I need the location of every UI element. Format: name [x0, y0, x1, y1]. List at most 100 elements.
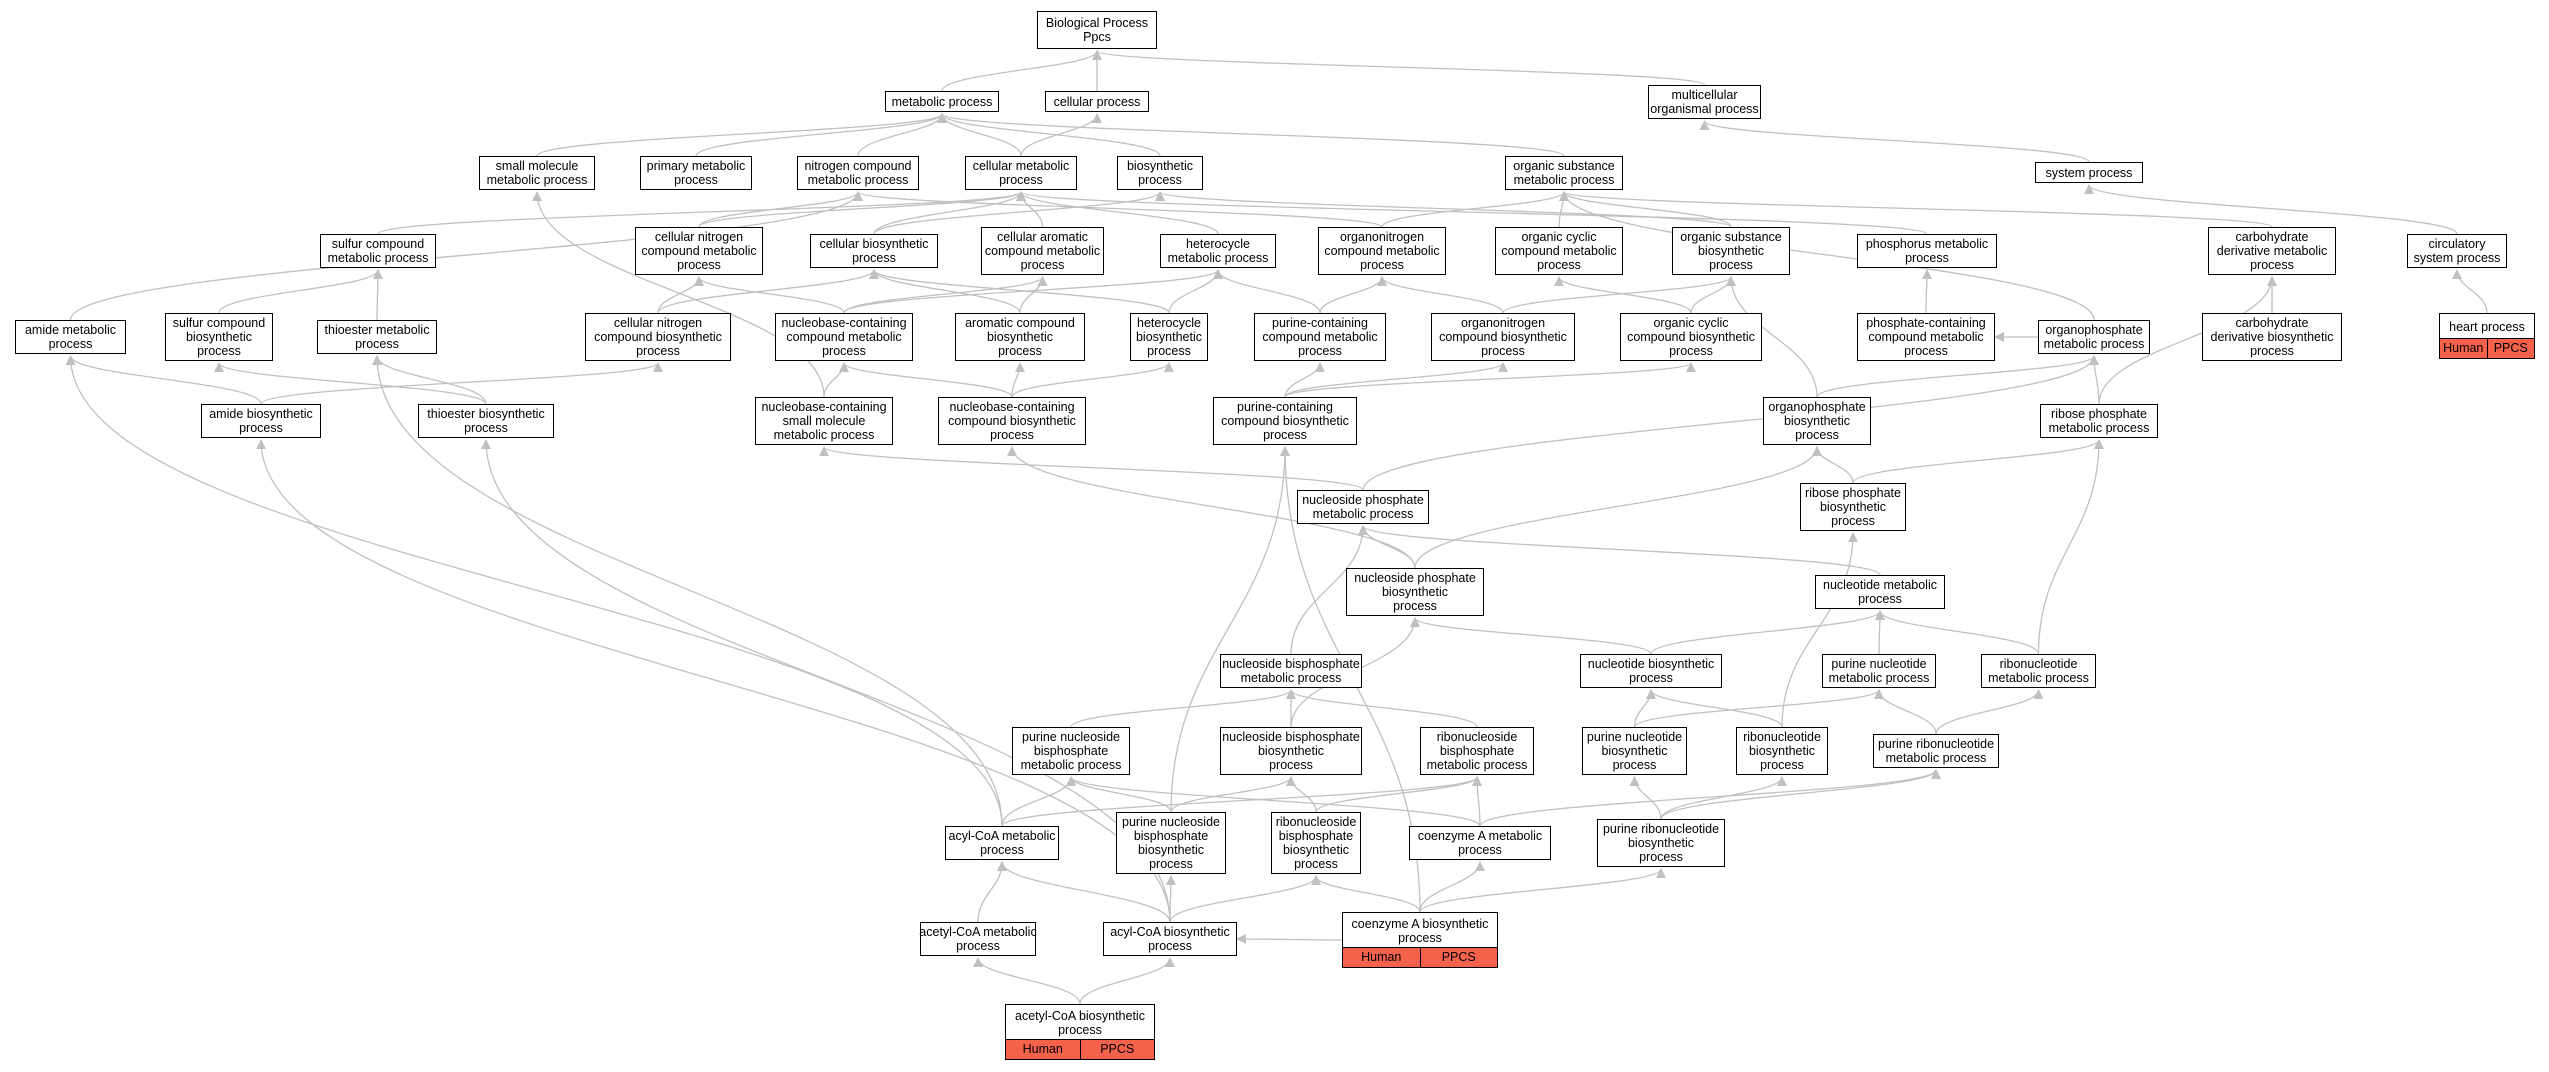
- edge-nspmp-to-opmp: [1362, 355, 2099, 491]
- edge-phmp-to-cmp: [1016, 191, 1928, 235]
- go-term-node-nspbp[interactable]: nucleoside phosphate biosynthetic proces…: [1346, 568, 1484, 616]
- go-term-node-smmp[interactable]: small molecule metabolic process: [479, 156, 595, 190]
- node-label: cellular metabolic process: [972, 159, 1070, 187]
- go-term-node-csp[interactable]: circulatory system process: [2407, 234, 2507, 268]
- go-term-node-scbp[interactable]: sulfur compound biosynthetic process: [165, 313, 273, 361]
- go-term-node-bsp[interactable]: biosynthetic process: [1117, 156, 1203, 190]
- go-term-node-rntbp[interactable]: ribonucleotide biosynthetic process: [1736, 727, 1828, 775]
- go-term-node-rpbp[interactable]: ribose phosphate biosynthetic process: [1800, 483, 1906, 531]
- go-term-node-nbccmp[interactable]: nucleobase-containing compound metabolic…: [775, 313, 913, 361]
- go-term-node-rntmp[interactable]: ribonucleotide metabolic process: [1981, 654, 2096, 688]
- go-term-node-cmp[interactable]: cellular metabolic process: [965, 156, 1077, 190]
- go-term-node-hbp[interactable]: heterocycle biosynthetic process: [1130, 313, 1208, 361]
- edge-tebp-to-scbp: [214, 362, 487, 405]
- go-term-node-bp[interactable]: Biological Process Ppcs: [1037, 11, 1157, 49]
- go-term-node-sp[interactable]: system process: [2035, 162, 2143, 183]
- go-term-node-acmp[interactable]: acyl-CoA metabolic process: [945, 826, 1059, 860]
- go-term-node-cdmp[interactable]: carbohydrate derivative metabolic proces…: [2208, 227, 2336, 275]
- go-term-node-scmp[interactable]: sulfur compound metabolic process: [320, 234, 436, 268]
- edge-sp-to-mop: [1699, 120, 2090, 163]
- go-term-node-cp[interactable]: cellular process: [1045, 91, 1149, 112]
- node-label: cellular nitrogen compound biosynthetic …: [594, 316, 722, 358]
- go-term-node-occbp[interactable]: organic cyclic compound biosynthetic pro…: [1620, 313, 1762, 361]
- go-term-node-mop[interactable]: multicellular organismal process: [1648, 85, 1761, 119]
- edge-coamp-to-rnsbpmp: [1472, 776, 1483, 827]
- edge-osmp-to-mp: [937, 113, 1565, 157]
- go-term-node-tebp[interactable]: thioester biosynthetic process: [418, 404, 554, 438]
- go-term-node-pmp[interactable]: primary metabolic process: [640, 156, 752, 190]
- go-term-node-oncmp[interactable]: organonitrogen compound metabolic proces…: [1318, 227, 1446, 275]
- node-label: acetyl-CoA metabolic process: [919, 925, 1037, 953]
- edge-cmp-to-cp: [1020, 113, 1102, 157]
- go-term-node-amp[interactable]: amide metabolic process: [15, 320, 126, 354]
- go-term-node-temp[interactable]: thioester metabolic process: [317, 320, 437, 354]
- go-term-node-nspmp[interactable]: nucleoside phosphate metabolic process: [1297, 490, 1429, 524]
- go-term-node-oncbp[interactable]: organonitrogen compound biosynthetic pro…: [1431, 313, 1575, 361]
- edge-oncmp-to-ncmp: [853, 191, 1383, 228]
- go-term-node-phmp[interactable]: phosphorus metabolic process: [1857, 234, 1997, 268]
- go-term-node-pntmp[interactable]: purine nucleotide metabolic process: [1822, 654, 1936, 688]
- go-term-node-nbccbp[interactable]: nucleobase-containing compound biosynthe…: [938, 397, 1086, 445]
- node-label: ribonucleoside bisphosphate biosynthetic…: [1275, 815, 1357, 871]
- go-term-node-cbp[interactable]: cellular biosynthetic process: [810, 234, 938, 268]
- node-label: coenzyme A metabolic process: [1417, 829, 1543, 857]
- go-term-node-hmp[interactable]: heterocycle metabolic process: [1160, 234, 1276, 268]
- go-term-node-nbcsm[interactable]: nucleobase-containing small molecule met…: [755, 397, 893, 445]
- node-label: nucleoside bisphosphate metabolic proces…: [1222, 657, 1360, 685]
- node-label: nucleobase-containing small molecule met…: [761, 400, 887, 442]
- edge-nspbp-to-opbp: [1414, 446, 1822, 569]
- go-term-node-ntbp[interactable]: nucleotide biosynthetic process: [1580, 654, 1722, 688]
- go-term-node-ntmp[interactable]: nucleotide metabolic process: [1815, 575, 1945, 609]
- go-term-node-pnsbpmp[interactable]: purine nucleoside bisphosphate metabolic…: [1012, 727, 1130, 775]
- go-term-node-cacmp[interactable]: cellular aromatic compound metabolic pro…: [981, 227, 1104, 275]
- species-tag: Human: [1343, 948, 1420, 967]
- go-term-node-occmp[interactable]: organic cyclic compound metabolic proces…: [1495, 227, 1623, 275]
- go-term-node-mp[interactable]: metabolic process: [885, 91, 999, 112]
- go-term-node-acbp[interactable]: aromatic compound biosynthetic process: [955, 313, 1085, 361]
- go-term-node-phccmp[interactable]: phosphate-containing compound metabolic …: [1857, 313, 1995, 361]
- node-label: nucleoside bisphosphate biosynthetic pro…: [1222, 730, 1360, 772]
- go-term-node-cncbp[interactable]: cellular nitrogen compound biosynthetic …: [585, 313, 731, 361]
- go-term-node-nsbpmp[interactable]: nucleoside bisphosphate metabolic proces…: [1220, 654, 1362, 688]
- node-label: thioester biosynthetic process: [427, 407, 545, 435]
- go-term-node-ncmp[interactable]: nitrogen compound metabolic process: [797, 156, 919, 190]
- go-term-node-accmp[interactable]: acetyl-CoA metabolic process: [919, 922, 1037, 956]
- node-label: cellular biosynthetic process: [819, 237, 929, 265]
- go-term-node-opmp[interactable]: organophosphate metabolic process: [2038, 320, 2150, 354]
- go-term-node-acbp2[interactable]: acyl-CoA biosynthetic process: [1103, 922, 1237, 956]
- edge-hp-to-csp: [2452, 269, 2488, 314]
- go-term-node-prntmp[interactable]: purine ribonucleotide metabolic process: [1873, 734, 1999, 768]
- go-term-node-nsbpbp[interactable]: nucleoside bisphosphate biosynthetic pro…: [1220, 727, 1362, 775]
- edge-rntbp-to-ntbp: [1646, 689, 1783, 728]
- go-term-node-rnsbpmp[interactable]: ribonucleoside bisphosphate metabolic pr…: [1420, 727, 1534, 775]
- node-label: system process: [2045, 165, 2133, 180]
- node-label: carbohydrate derivative biosynthetic pro…: [2210, 316, 2334, 358]
- go-term-node-osbp[interactable]: organic substance biosynthetic process: [1672, 227, 1790, 275]
- go-term-node-pccbp[interactable]: purine-containing compound biosynthetic …: [1213, 397, 1357, 445]
- go-term-node-rnsbpbp[interactable]: ribonucleoside bisphosphate biosynthetic…: [1271, 812, 1361, 874]
- edge-cacmp-to-cmp: [1016, 191, 1044, 228]
- go-term-node-prntbp[interactable]: purine ribonucleotide biosynthetic proce…: [1597, 819, 1725, 867]
- edge-nbccbp-to-acbp: [1011, 362, 1025, 398]
- go-term-node-opbp[interactable]: organophosphate biosynthetic process: [1763, 397, 1871, 445]
- go-term-node-cdbp[interactable]: carbohydrate derivative biosynthetic pro…: [2202, 313, 2342, 361]
- edge-pntbp-to-pntmp: [1633, 689, 1884, 728]
- go-term-node-pccmp[interactable]: purine-containing compound metabolic pro…: [1254, 313, 1386, 361]
- go-term-node-coamp[interactable]: coenzyme A metabolic process: [1409, 826, 1551, 860]
- edge-pccmp-to-hmp: [1213, 269, 1321, 314]
- edge-ntbp-to-ntmp: [1650, 610, 1885, 655]
- go-term-node-osmp[interactable]: organic substance metabolic process: [1505, 156, 1623, 190]
- go-term-node-cncmp[interactable]: cellular nitrogen compound metabolic pro…: [635, 227, 763, 275]
- go-term-node-abp[interactable]: amide biosynthetic process: [201, 404, 321, 438]
- edge-ntbp-to-nspbp: [1410, 617, 1652, 655]
- node-label: nucleotide biosynthetic process: [1587, 657, 1715, 685]
- go-term-node-rpmp[interactable]: ribose phosphate metabolic process: [2040, 404, 2158, 438]
- edge-nsbpmp-to-nspmp: [1290, 525, 1368, 655]
- go-term-node-pnsbpbp[interactable]: purine nucleoside bisphosphate biosynthe…: [1116, 812, 1226, 874]
- go-term-node-pntbp[interactable]: purine nucleotide biosynthetic process: [1582, 727, 1687, 775]
- edge-temp-to-scmp: [372, 269, 383, 321]
